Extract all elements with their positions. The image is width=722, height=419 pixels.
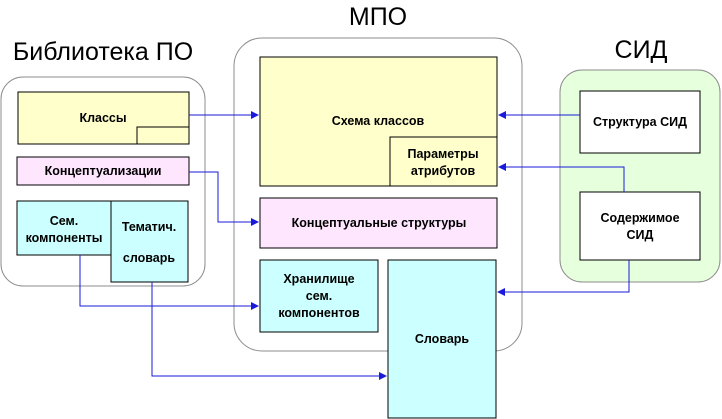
library-group: [0, 76, 206, 287]
sem-components-block: [16, 200, 112, 256]
conceptualizations-block: [16, 156, 190, 186]
sid-title: СИД: [615, 36, 668, 64]
sid-content-label-2: СИД: [627, 228, 654, 242]
class-schema-block: [259, 56, 498, 187]
sid-content-label-1: Содержимое: [600, 211, 679, 225]
connector-sid-content-to-attributes: [498, 163, 625, 192]
sid-structure-label: Структура СИД: [593, 115, 687, 129]
dictionary-block: [387, 259, 497, 419]
attribute-params-label-1: Параметры: [408, 147, 479, 161]
sid-content-block: [579, 191, 701, 261]
sem-storage-block: [259, 259, 379, 333]
dictionary-label: Словарь: [415, 332, 470, 346]
sem-components-label-1: Сем.: [50, 214, 79, 228]
sid-structure-block: [579, 90, 701, 154]
sem-storage-label-2: сем.: [306, 289, 332, 303]
conceptual-structures-label: Концептуальные структуры: [292, 216, 467, 230]
connector-sid-content-to-dictionary: [497, 260, 630, 296]
conceptual-structures-block: [259, 197, 498, 249]
mpo-title: МПО: [349, 3, 407, 31]
library-title: Библиотека ПО: [13, 38, 193, 66]
connector-sem-components-to-storage: [79, 255, 259, 310]
class-schema-label: Схема классов: [332, 114, 425, 128]
connector-thematic-to-dictionary: [151, 282, 387, 380]
classes-sub-block: [136, 126, 190, 145]
thematic-dictionary-label-2: словарь: [123, 251, 175, 265]
mpo-group: [233, 37, 523, 352]
attribute-params-label-2: атрибутов: [411, 164, 476, 178]
connector-conceptualizations-to-structures: [189, 171, 259, 226]
sem-components-label-2: компоненты: [26, 231, 103, 245]
classes-label: Классы: [79, 111, 126, 125]
thematic-dictionary-label-1: Тематич.: [122, 220, 176, 234]
thematic-dictionary-block: [110, 200, 189, 283]
attribute-params-block: [389, 136, 498, 187]
sem-storage-label-1: Хранилище: [283, 272, 354, 286]
conceptualizations-label: Концептуализации: [45, 164, 162, 178]
sem-storage-label-3: компонентов: [278, 306, 360, 320]
